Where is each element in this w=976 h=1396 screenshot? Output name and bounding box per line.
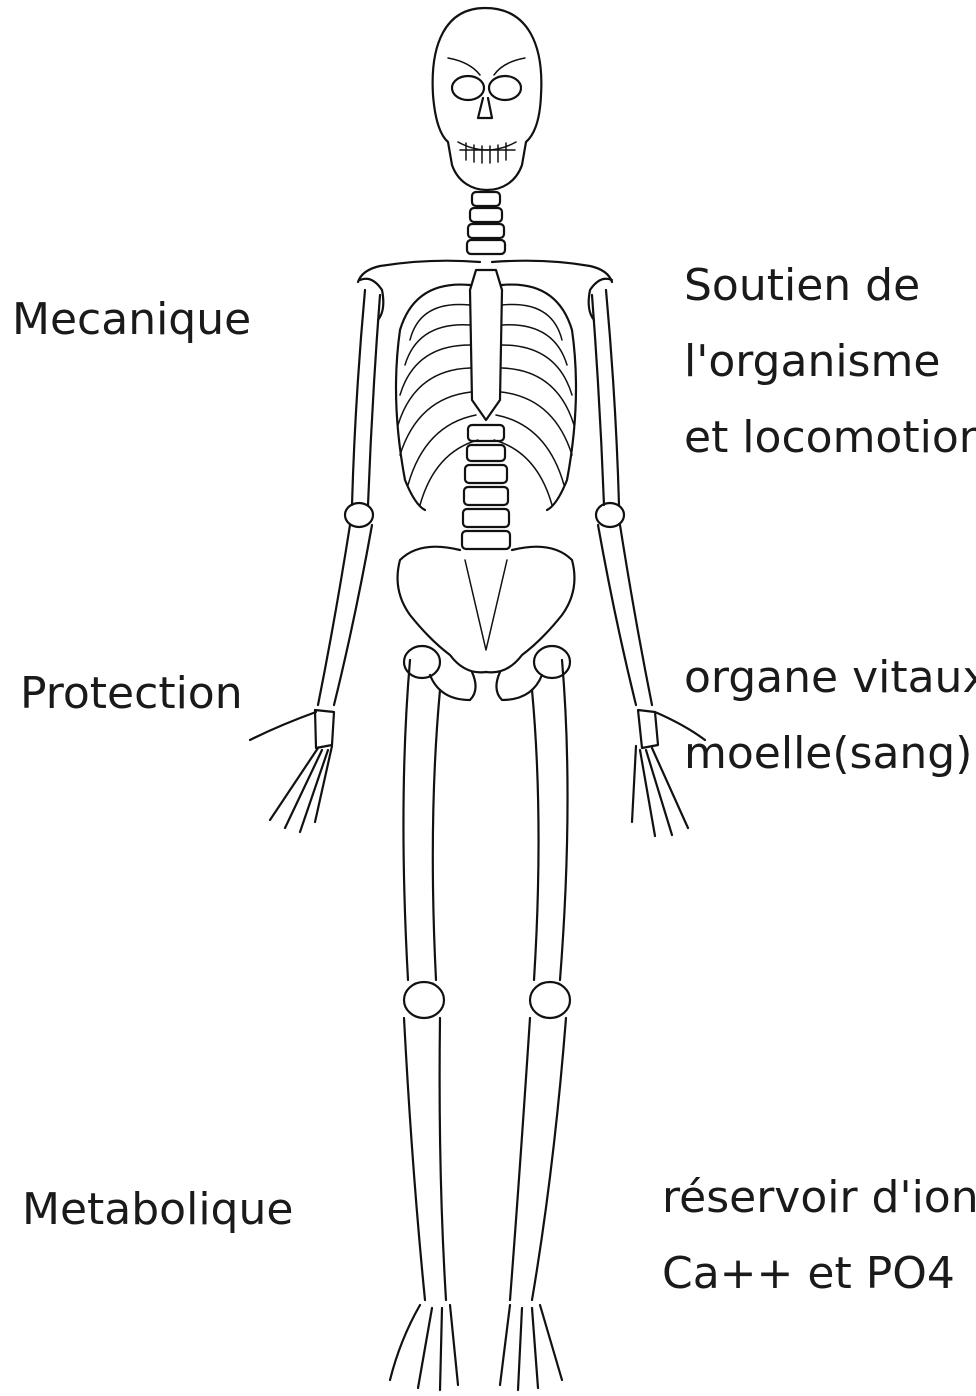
description-metabolique: réservoir d'ions Ca++ et PO4 bbox=[662, 1160, 976, 1312]
hands bbox=[250, 710, 705, 836]
description-line: l'organisme bbox=[684, 324, 976, 400]
description-line: moelle(sang) bbox=[684, 716, 976, 792]
description-protection: organe vitaux, moelle(sang) bbox=[684, 640, 976, 792]
function-label-metabolique: Metabolique bbox=[22, 1188, 293, 1232]
feet bbox=[390, 1305, 562, 1390]
description-line: Ca++ et PO4 bbox=[662, 1236, 976, 1312]
description-line: organe vitaux, bbox=[684, 640, 976, 716]
description-line: et locomotion bbox=[684, 400, 976, 476]
description-line: Soutien de bbox=[684, 248, 976, 324]
pelvis bbox=[398, 547, 575, 700]
description-mecanique: Soutien de l'organisme et locomotion bbox=[684, 248, 976, 476]
description-line: réservoir d'ions bbox=[662, 1160, 976, 1236]
function-label-protection: Protection bbox=[20, 672, 243, 716]
cervical-spine bbox=[467, 192, 505, 254]
skull bbox=[433, 8, 542, 190]
ribcage bbox=[396, 270, 576, 510]
function-label-mecanique: Mecanique bbox=[12, 298, 251, 342]
legs bbox=[403, 660, 570, 1300]
